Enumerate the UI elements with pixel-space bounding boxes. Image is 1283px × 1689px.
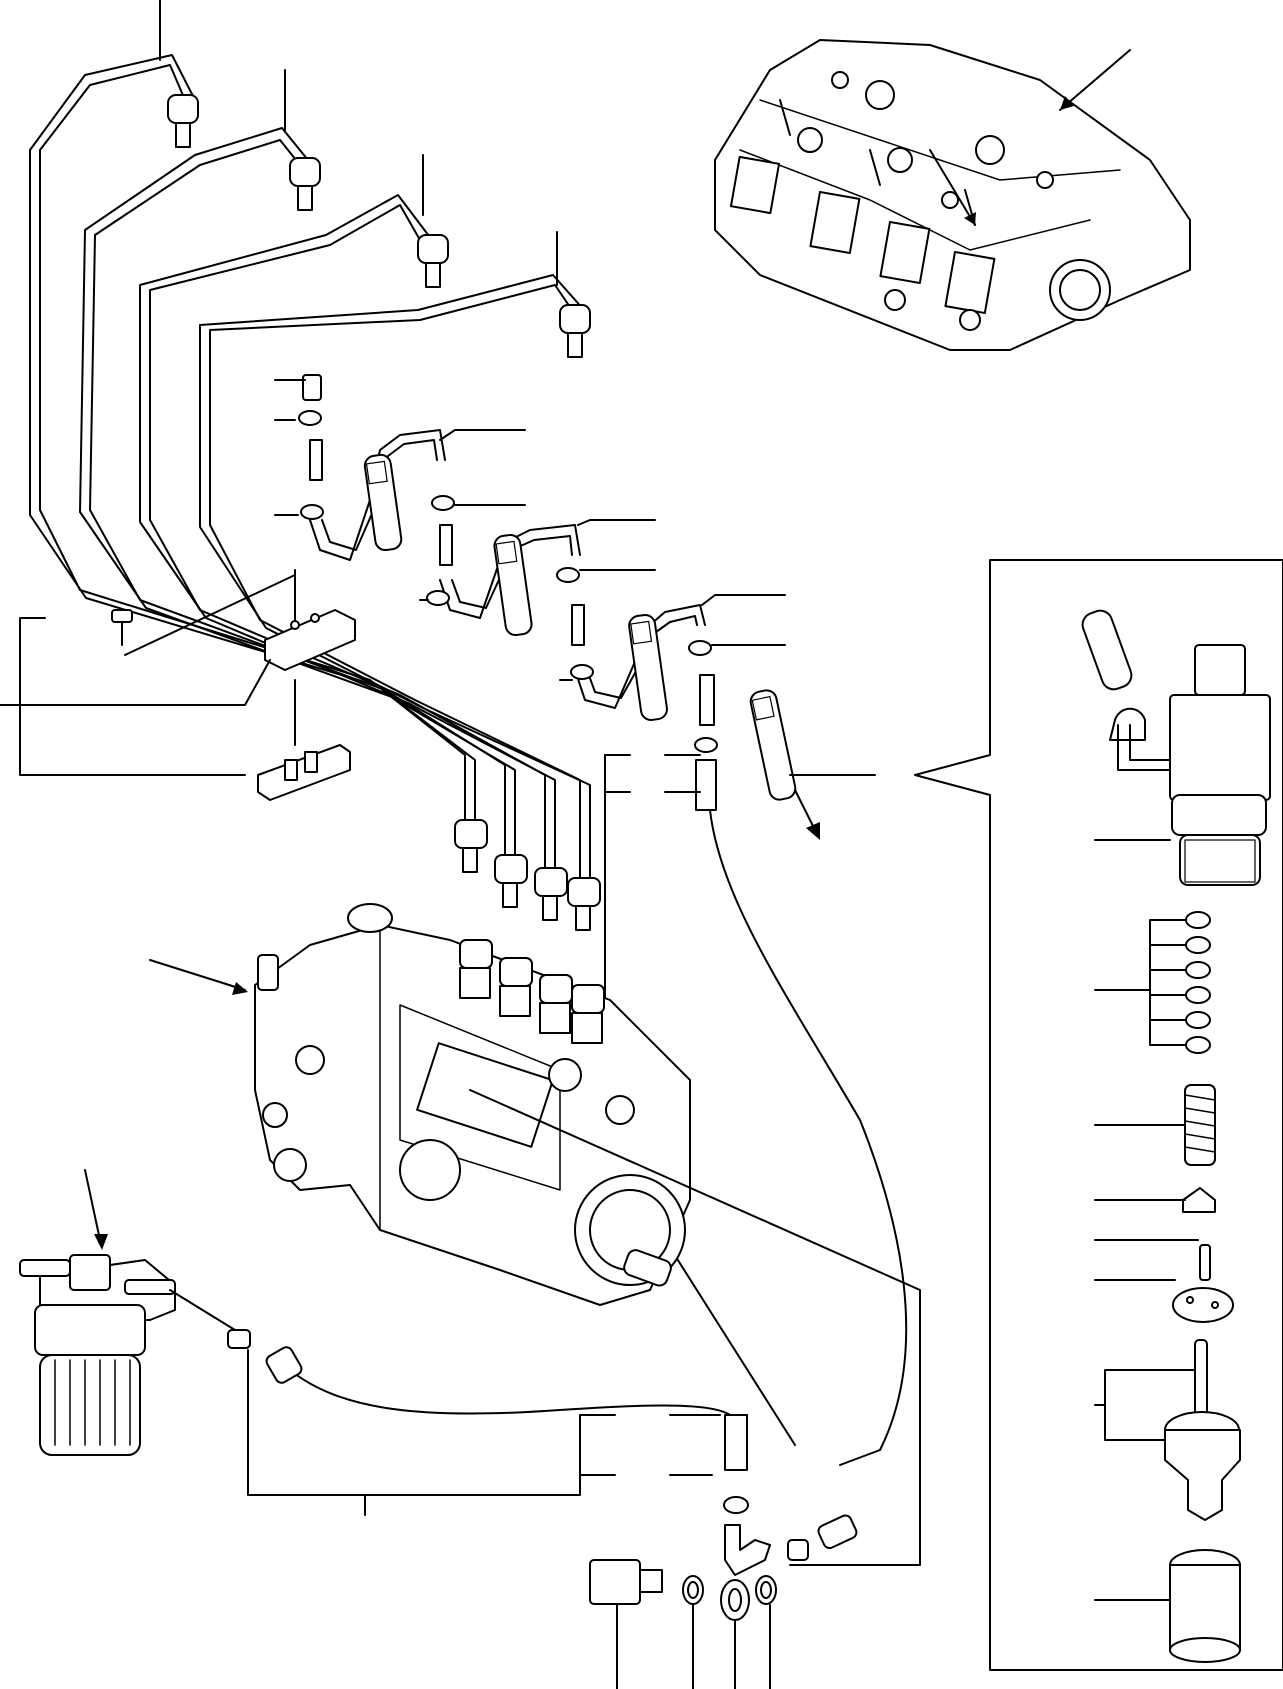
injection-pump xyxy=(254,903,691,1306)
pipe-clamp xyxy=(111,609,356,801)
leader-pump xyxy=(149,959,246,991)
injector-detail-panel xyxy=(914,559,1283,1671)
hose-clip-filter xyxy=(227,1329,251,1349)
return-hose xyxy=(709,809,908,1466)
leader-clamp-top xyxy=(0,659,271,706)
arrow-head-pump xyxy=(232,982,248,995)
leader-leak-off-1 xyxy=(439,429,526,441)
leader-cylinder-head xyxy=(1059,49,1131,111)
leader-detail-nozzle xyxy=(1094,1369,1196,1441)
cylinder-head xyxy=(714,39,1191,351)
arrow-head-cylinder-head xyxy=(1060,96,1074,110)
injection-pipes xyxy=(29,54,601,931)
fuel-filter xyxy=(19,1254,176,1456)
leader-return-b xyxy=(604,754,631,793)
arrow-head-inner xyxy=(964,212,976,225)
leader-clamp-bolt xyxy=(124,574,296,656)
arrow-head-filter xyxy=(94,1234,108,1250)
leader-filter xyxy=(84,1169,101,1241)
hose-piece-filter xyxy=(265,1346,303,1384)
injectors xyxy=(363,453,797,801)
leader-detail-shims xyxy=(1094,919,1186,1046)
leader-head-inner xyxy=(929,149,976,226)
leader-pump-diag xyxy=(469,1089,921,1566)
leader-injector-arrow xyxy=(794,789,816,831)
filter-hose xyxy=(169,1289,736,1421)
arrow-head-injector xyxy=(806,822,820,840)
leader-banjo-bracket xyxy=(247,1414,616,1496)
leader-leak-off-2 xyxy=(577,519,656,526)
banjo-fitting xyxy=(589,1414,858,1621)
leader-return-a xyxy=(664,754,701,793)
leader-leak-off-3 xyxy=(701,594,786,606)
leader-clamp-block xyxy=(19,617,246,776)
